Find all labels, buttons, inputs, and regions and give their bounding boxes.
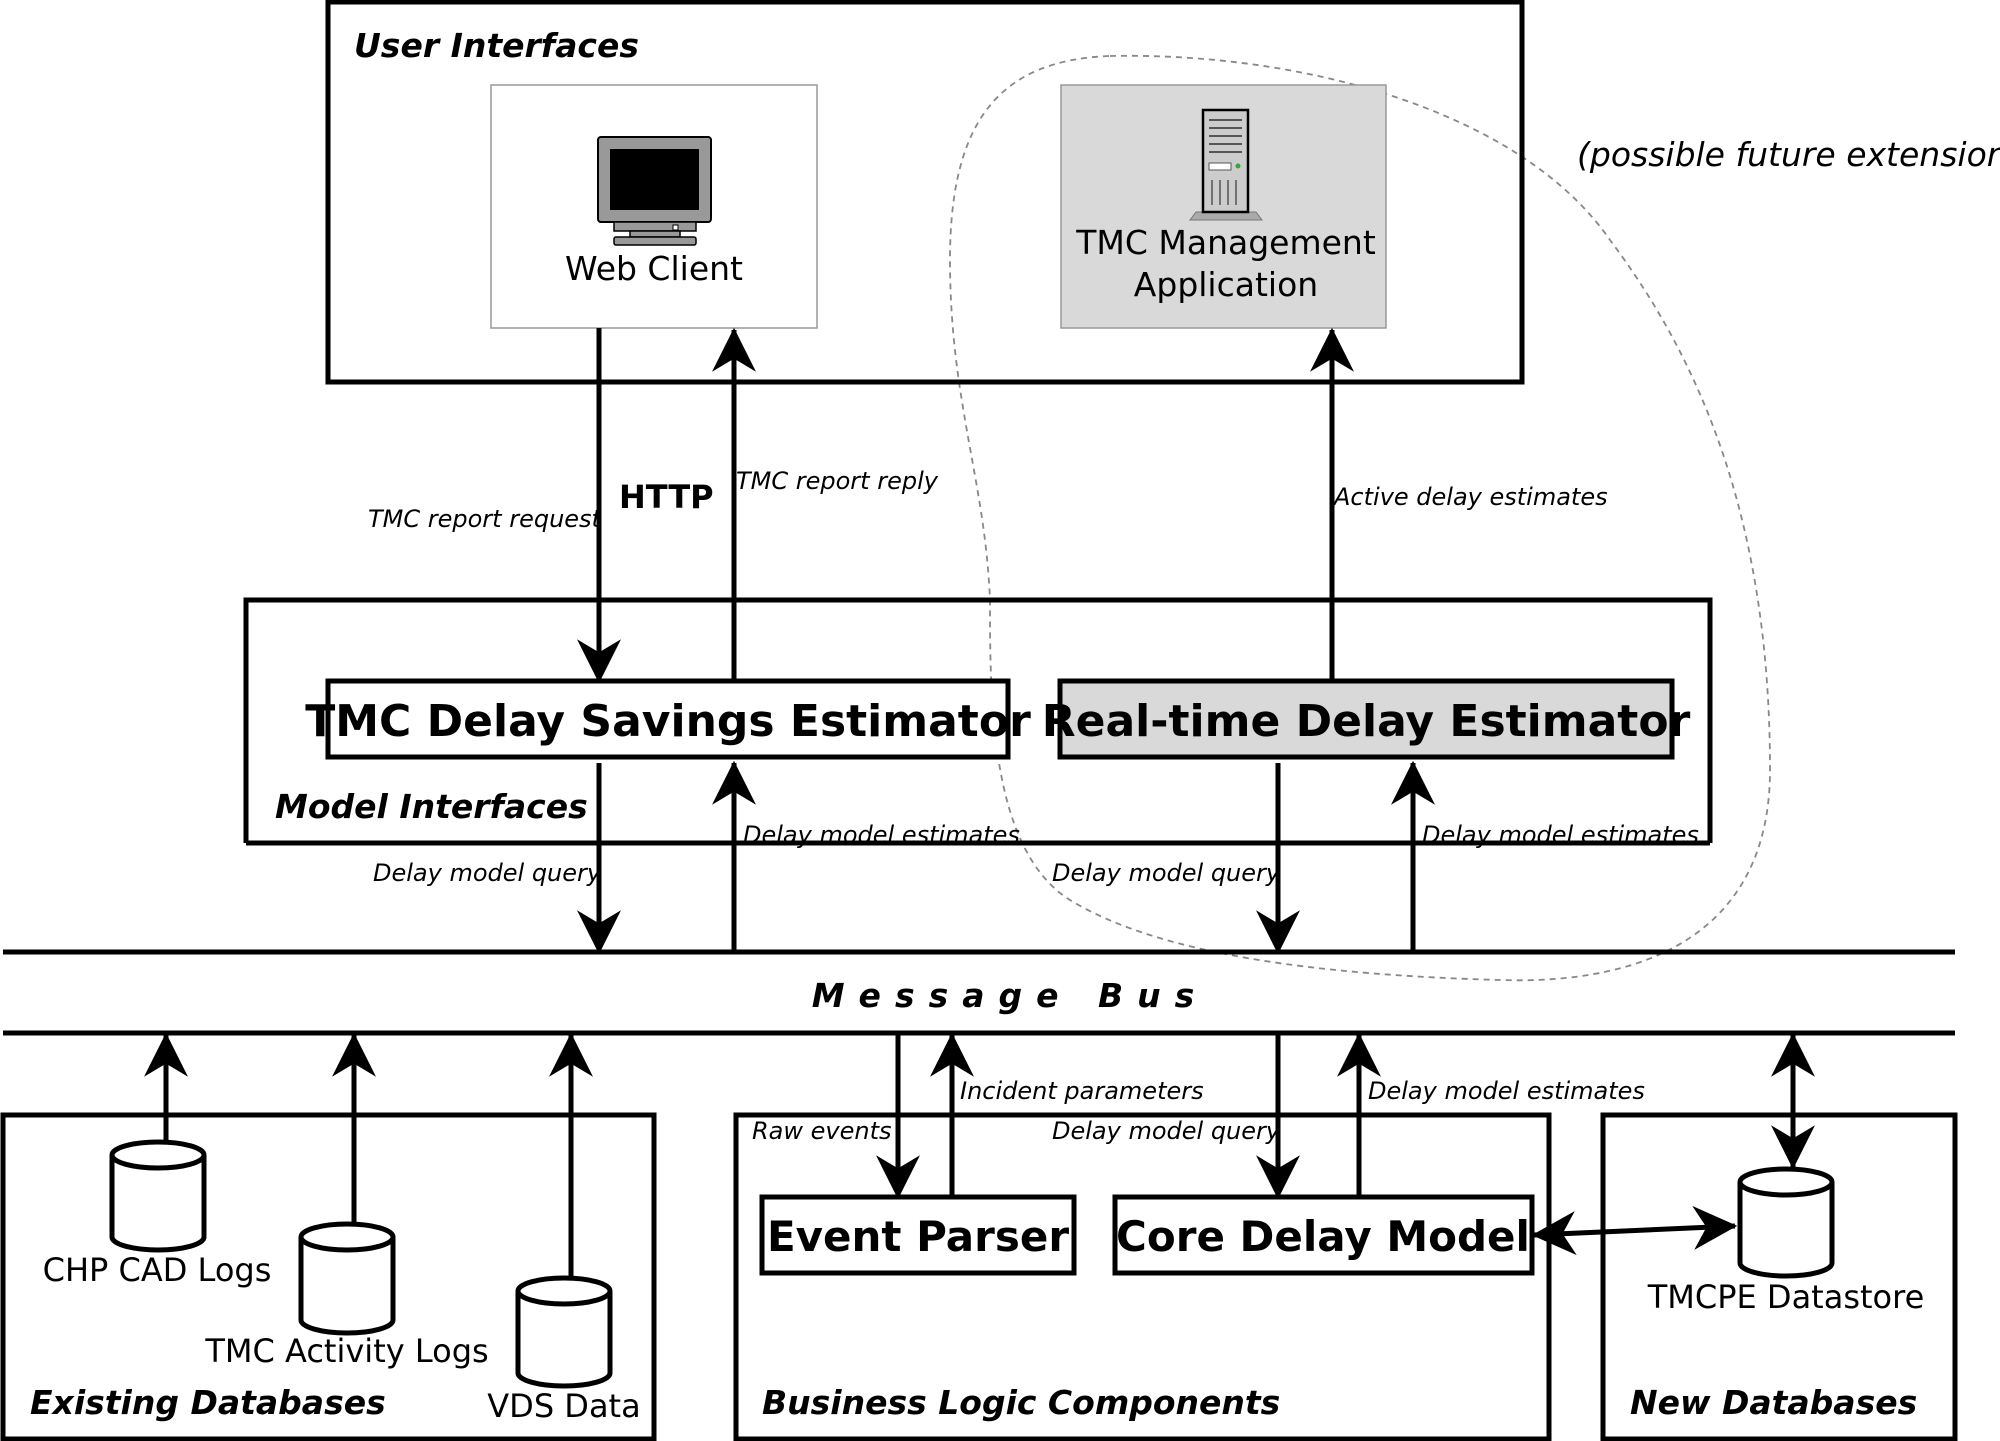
- real-time-delay-estimator-label: Real-time Delay Estimator: [1042, 696, 1691, 747]
- label-core-delay-model-query: Delay model query: [1052, 1117, 1281, 1145]
- vds-data-label: VDS Data: [487, 1387, 640, 1425]
- label-active-delay-estimates: Active delay estimates: [1332, 483, 1608, 511]
- new-databases-title: New Databases: [1630, 1383, 1917, 1422]
- user-interfaces-group: [325, 0, 1525, 385]
- label-core-delay-model-estimates: Delay model estimates: [1368, 1077, 1645, 1105]
- label-realtime-delay-model-estimates: Delay model estimates: [1422, 821, 1699, 849]
- model-interfaces-group: [243, 597, 1713, 843]
- tmc-activity-logs-label: TMC Activity Logs: [204, 1332, 488, 1370]
- web-client-label: Web Client: [565, 249, 743, 288]
- existing-databases-group: [0, 1112, 657, 1441]
- tmc-delay-savings-estimator[interactable]: [325, 678, 1011, 760]
- user-interfaces-title: User Interfaces: [354, 26, 639, 65]
- existing-databases-title: Existing Databases: [30, 1383, 386, 1422]
- business-logic-title: Business Logic Components: [762, 1383, 1280, 1422]
- label-savings-delay-model-estimates: Delay model estimates: [743, 821, 1020, 849]
- future-extension-boundary: [949, 54, 1771, 982]
- model-interfaces-title: Model Interfaces: [275, 787, 588, 826]
- label-incident-parameters: Incident parameters: [960, 1077, 1204, 1105]
- tmc-activity-logs-database-icon: [298, 1221, 396, 1336]
- label-tmc-report-request: TMC report request: [368, 505, 603, 533]
- tmcpe-datastore-database-icon: [1737, 1166, 1835, 1279]
- future-extension-note: (possible future extension): [1577, 135, 2000, 174]
- arrow-core-model-datastore: [1531, 1205, 1738, 1256]
- label-realtime-delay-model-query: Delay model query: [1052, 859, 1281, 887]
- vds-data-database-icon: [515, 1275, 613, 1389]
- label-tmc-report-reply: TMC report reply: [736, 467, 939, 495]
- event-parser-label: Event Parser: [767, 1212, 1069, 1261]
- real-time-delay-estimator[interactable]: [1057, 678, 1675, 760]
- tmc-delay-savings-estimator-label: TMC Delay Savings Estimator: [305, 696, 1031, 747]
- tmcpe-datastore-label: TMCPE Datastore: [1647, 1278, 1925, 1316]
- core-delay-model-label: Core Delay Model: [1116, 1212, 1530, 1261]
- chp-cad-logs-label: CHP CAD Logs: [43, 1251, 272, 1289]
- label-http: HTTP: [619, 478, 714, 516]
- event-parser[interactable]: [759, 1194, 1077, 1276]
- server-icon: [1189, 108, 1263, 221]
- message-bus-label: Message Bus: [812, 976, 1209, 1015]
- label-raw-events: Raw events: [752, 1117, 892, 1145]
- chp-cad-logs-database-icon: [109, 1139, 207, 1253]
- tmc-management-label-line2: Application: [1134, 265, 1318, 304]
- business-logic-group: [733, 1112, 1552, 1441]
- label-savings-delay-model-query: Delay model query: [373, 859, 602, 887]
- monitor-icon: [597, 136, 712, 246]
- tmc-management-label-line1: TMC Management: [1075, 223, 1376, 262]
